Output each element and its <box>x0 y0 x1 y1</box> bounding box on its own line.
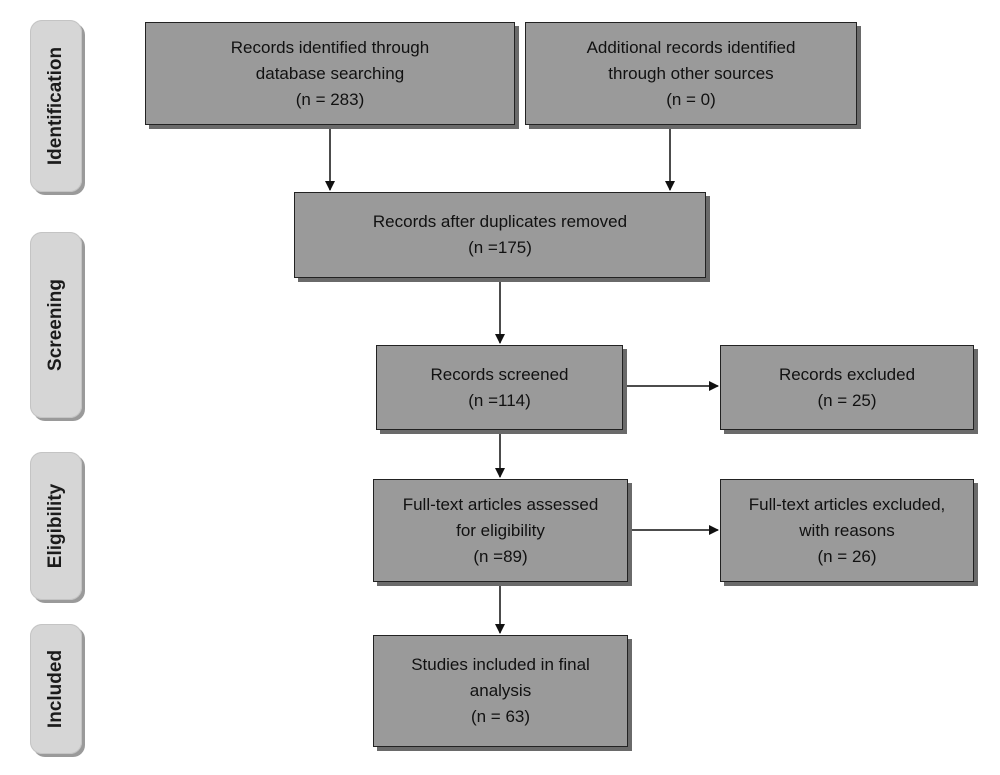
box-records-screened: Records screened (n =114) <box>376 345 623 430</box>
box-included-line2: analysis <box>469 681 532 700</box>
box-fulltext-excluded-line2: with reasons <box>799 520 895 540</box>
box-fulltext-line3: (n =89) <box>473 546 528 566</box>
box-other-line3: (n = 0) <box>666 89 716 109</box>
box-duplicates-removed: Records after duplicates removed (n =175… <box>294 192 706 278</box>
box-screened-line2: (n =114) <box>468 390 531 410</box>
box-fulltext-line2: for eligibility <box>456 520 545 540</box>
box-fulltext-assessed: Full-text articles assessed for eligibil… <box>373 479 628 582</box>
box-fulltext-line1: Full-text articles assessed <box>402 494 599 514</box>
phase-screening: Screening <box>30 232 82 418</box>
box-other-line2: through other sources <box>608 63 774 83</box>
box-fulltext-excluded-line3: (n = 26) <box>817 546 877 566</box>
box-screened-line1: Records screened <box>430 364 569 384</box>
box-database-records: Records identified through database sear… <box>145 22 515 125</box>
box-included-line3: (n = 63) <box>470 707 531 726</box>
box-database-line3: (n = 283) <box>295 89 365 109</box>
box-duplicates-line2: (n =175) <box>468 238 532 257</box>
box-duplicates-line1: Records after duplicates removed <box>372 212 628 231</box>
box-database-line2: database searching <box>255 63 405 83</box>
box-database-line1: Records identified through <box>230 37 430 57</box>
phase-included: Included <box>30 624 82 754</box>
box-excluded-line1: Records excluded <box>778 364 916 384</box>
phase-identification: Identification <box>30 20 82 192</box>
box-fulltext-excluded-line1: Full-text articles excluded, <box>748 494 946 514</box>
box-other-line1: Additional records identified <box>586 37 796 57</box>
phase-eligibility: Eligibility <box>30 452 82 600</box>
box-other-sources: Additional records identified through ot… <box>525 22 857 125</box>
box-records-excluded: Records excluded (n = 25) <box>720 345 974 430</box>
box-included-line1: Studies included in final <box>411 655 590 674</box>
box-studies-included: Studies included in final analysis (n = … <box>373 635 628 747</box>
box-excluded-line2: (n = 25) <box>817 390 877 410</box>
box-fulltext-excluded: Full-text articles excluded, with reason… <box>720 479 974 582</box>
